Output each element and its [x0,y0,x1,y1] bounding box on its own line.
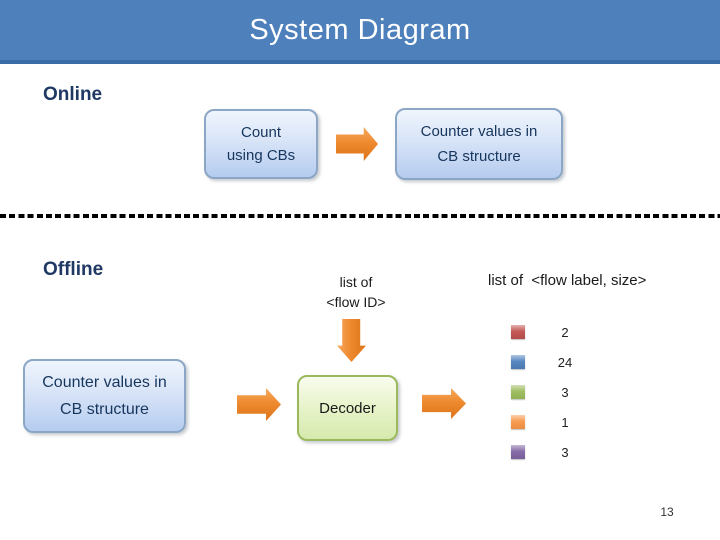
decoder-input-label: list of <flow ID> [306,272,406,312]
flow-color-swatch [511,415,525,429]
online-offline-divider [0,214,720,218]
count-using-cbs-box: Count using CBs [204,109,318,179]
legend-row: 3 [505,385,595,400]
arrow-right-icon [422,388,466,419]
arrow-right-icon [237,388,281,421]
flow-color-swatch [511,355,525,369]
flow-size-value: 3 [561,445,569,460]
flow-size-value: 3 [561,385,569,400]
online-section-label: Online [43,84,103,105]
flow-size-value: 2 [561,325,569,340]
arrow-right-icon [336,127,378,161]
flow-size-value: 24 [557,355,573,370]
arrow-down-icon [337,319,366,362]
slide-title: System Diagram [249,13,471,46]
decoder-input-line2: <flow ID> [326,294,386,310]
flow-color-swatch [511,325,525,339]
legend-row: 2 [505,325,595,340]
legend-row: 24 [505,355,595,370]
decoder-box: Decoder [297,375,398,441]
legend-row: 3 [505,445,595,460]
flow-color-swatch [511,385,525,399]
counter-values-box-offline: Counter values in CB structure [23,359,186,433]
flow-size-legend: 2 24 3 1 3 [505,325,595,475]
title-bar: System Diagram [0,0,720,64]
flow-size-value: 1 [561,415,569,430]
offline-section-label: Offline [43,259,104,280]
decoder-input-line1: list of [339,274,373,290]
flow-color-swatch [511,445,525,459]
counter-values-box-online: Counter values in CB structure [395,108,563,180]
legend-row: 1 [505,415,595,430]
page-number: 13 [660,505,674,519]
decoder-output-label: list of <flow label, size> [488,272,647,289]
